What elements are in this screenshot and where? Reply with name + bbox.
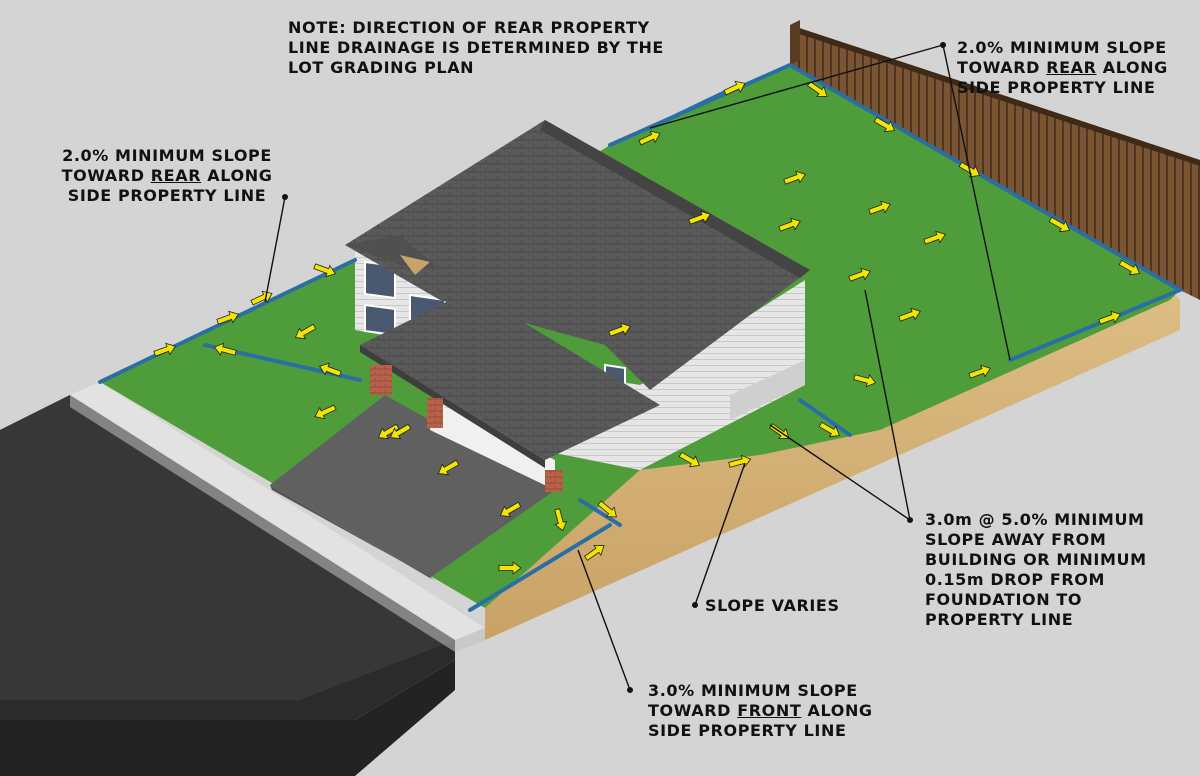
drainage-arrow-icon xyxy=(216,310,239,325)
drainage-arrow-icon xyxy=(1098,310,1121,325)
building-line-5: FOUNDATION TO xyxy=(925,590,1083,609)
drainage-arrow-icon xyxy=(597,500,617,518)
drainage-arrow-icon xyxy=(319,362,342,377)
slope-varies-label: SLOPE VARIES xyxy=(705,596,840,616)
drainage-arrow-icon xyxy=(153,342,176,357)
drainage-arrow-icon xyxy=(313,263,336,278)
drainage-arrow-icon xyxy=(498,561,522,575)
road xyxy=(0,395,455,776)
drainage-arrow-icon xyxy=(583,544,605,561)
rear-right-line-3: SIDE PROPERTY LINE xyxy=(957,78,1156,97)
drainage-arrow-icon xyxy=(818,421,841,438)
drainage-arrow-icon xyxy=(554,508,568,532)
drainage-arrow-icon xyxy=(688,210,711,225)
driveway xyxy=(270,395,555,578)
note-line-1: NOTE: DIRECTION OF REAR PROPERTY xyxy=(288,18,650,37)
drainage-arrow-icon xyxy=(389,423,412,440)
leader-dot-icon xyxy=(282,42,946,693)
drainage-arrow-icon xyxy=(848,267,871,282)
drainage-arrow-icon xyxy=(778,217,801,232)
drainage-arrow-icon xyxy=(806,81,828,98)
drainage-arrow-icon xyxy=(213,342,237,356)
slope-varies-text: SLOPE VARIES xyxy=(705,596,840,615)
rear-left-line-2: TOWARD REAR ALONG xyxy=(61,166,273,185)
building-line-1: 3.0m @ 5.0% MINIMUM xyxy=(925,510,1145,529)
rear-left-line-1: 2.0% MINIMUM SLOPE xyxy=(62,146,272,165)
building-line-2: SLOPE AWAY FROM xyxy=(925,530,1107,549)
building-line-6: PROPERTY LINE xyxy=(925,610,1074,629)
front-line-2: TOWARD FRONT ALONG xyxy=(648,701,873,720)
drainage-arrow-icon xyxy=(968,364,991,379)
drainage-arrow-icon xyxy=(437,459,460,476)
drainage-arrow-icon xyxy=(1048,216,1071,233)
drainage-arrow-icon xyxy=(1118,259,1141,276)
rear-right-line-2: TOWARD REAR ALONG xyxy=(957,58,1168,77)
leader-lines xyxy=(264,44,1011,691)
front-line-1: 3.0% MINIMUM SLOPE xyxy=(648,681,858,700)
note-line-2: LINE DRAINAGE IS DETERMINED BY THE xyxy=(288,38,664,57)
drainage-arrow-icon xyxy=(873,116,896,133)
rear-left-slope-label: 2.0% MINIMUM SLOPE TOWARD REAR ALONG SID… xyxy=(36,146,298,206)
drainage-arrow-icon xyxy=(638,130,661,146)
drainage-arrow-icon xyxy=(678,451,701,468)
front-slope-label: 3.0% MINIMUM SLOPE TOWARD FRONT ALONG SI… xyxy=(648,681,873,741)
rear-left-line-3: SIDE PROPERTY LINE xyxy=(67,186,267,205)
drainage-arrow-icon xyxy=(853,374,877,388)
sidewalk xyxy=(70,382,485,652)
front-line-3: SIDE PROPERTY LINE xyxy=(648,721,847,740)
note-label: NOTE: DIRECTION OF REAR PROPERTY LINE DR… xyxy=(288,18,664,78)
rear-fence xyxy=(790,20,1200,300)
drainage-arrow-icon xyxy=(898,307,921,322)
rear-right-slope-label: 2.0% MINIMUM SLOPE TOWARD REAR ALONG SID… xyxy=(957,38,1168,98)
rear-right-line-1: 2.0% MINIMUM SLOPE xyxy=(957,38,1167,57)
drainage-arrow-icon xyxy=(377,423,400,440)
drainage-arrow-icon xyxy=(608,322,631,337)
building-line-3: BUILDING OR MINIMUM xyxy=(925,550,1147,569)
drainage-arrow-icon xyxy=(314,404,337,420)
drainage-arrow-icon xyxy=(499,501,522,518)
soil-embankment xyxy=(485,290,1180,640)
building-slope-label: 3.0m @ 5.0% MINIMUM SLOPE AWAY FROM BUIL… xyxy=(925,510,1147,630)
drainage-arrow-icon xyxy=(783,170,806,185)
drainage-arrow-icon xyxy=(294,323,317,340)
note-line-3: LOT GRADING PLAN xyxy=(288,58,475,77)
drainage-arrow-icon xyxy=(923,230,946,245)
drainage-arrow-icon xyxy=(723,80,746,96)
building-line-4: 0.15m DROP FROM xyxy=(925,570,1105,589)
house xyxy=(345,120,810,492)
drainage-arrow-icon xyxy=(868,200,891,215)
